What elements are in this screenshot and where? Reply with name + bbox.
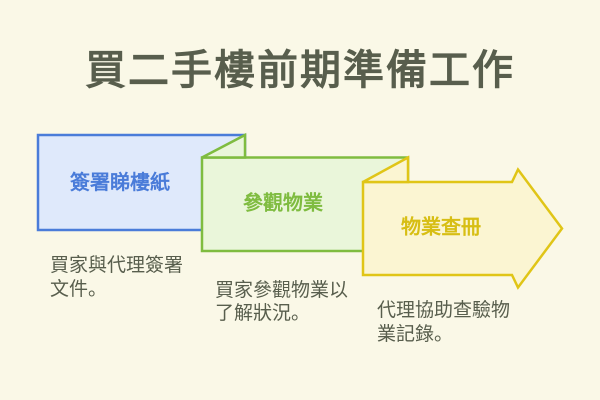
step-1-description-line-2: 文件。 (50, 278, 107, 300)
step-3-description-line-2: 業記錄。 (377, 323, 453, 345)
diagram-title: 買二手樓前期準備工作 (85, 47, 515, 93)
step-2-fold-corner (201, 132, 247, 159)
step-3-description-line-1: 代理協助查驗物 (377, 299, 510, 321)
step-3-arrow-body (361, 167, 564, 290)
step-1-label: 簽署睇樓紙 (70, 170, 170, 194)
step-3-property-search: 物業查冊 代理協助查驗物 業記錄。 (361, 155, 564, 345)
step-3-fold-corner (362, 155, 410, 184)
step-1-description-line-1: 買家與代理簽署 (50, 254, 183, 276)
step-2-label: 參觀物業 (243, 191, 324, 215)
step-3-label: 物業查冊 (401, 215, 481, 239)
step-2-description-line-2: 了解狀況。 (215, 302, 310, 324)
step-2-description-line-1: 買家參觀物業以 (215, 279, 348, 301)
